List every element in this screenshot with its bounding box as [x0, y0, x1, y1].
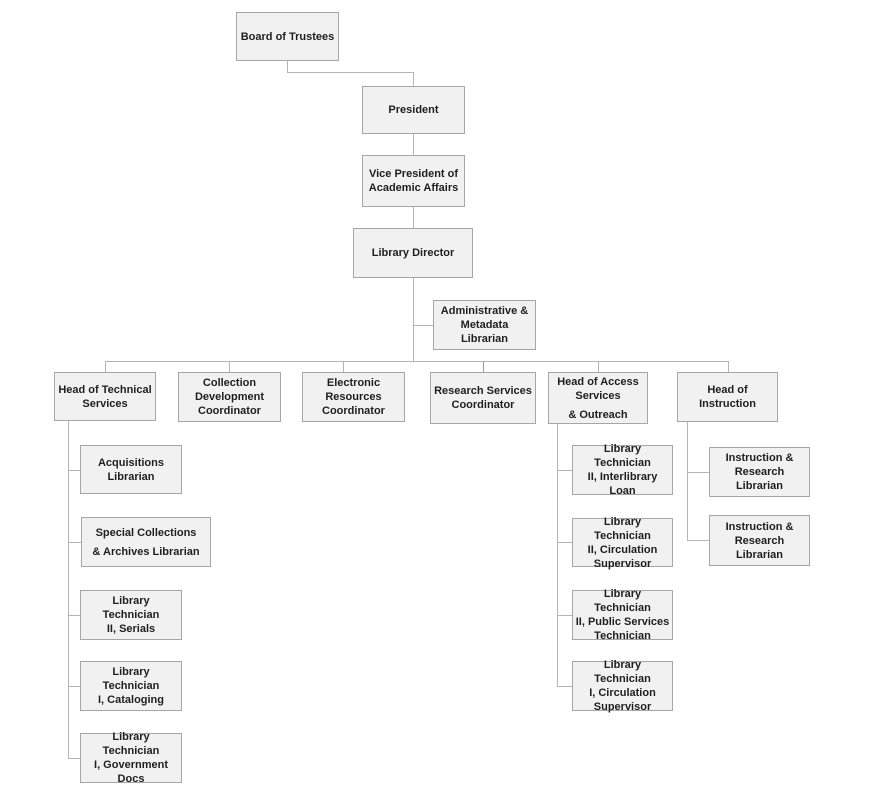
- node-label: Library Technician I, Circulation Superv…: [589, 659, 656, 713]
- node-board-of-trustees[interactable]: Board of Trustees: [236, 12, 339, 61]
- node-instruction-research-librarian-1[interactable]: Instruction & Research Librarian: [709, 447, 810, 497]
- connector-board-president: [287, 72, 414, 73]
- node-label: Library Technician I, Cataloging: [98, 666, 164, 706]
- connector-drop-head-access: [598, 361, 599, 372]
- connector-access-rail: [557, 424, 558, 686]
- node-label: Special Collections: [95, 526, 197, 539]
- node-label: Acquisitions Librarian: [97, 456, 164, 483]
- node-collection-development-coordinator[interactable]: Collection Development Coordinator: [178, 372, 281, 422]
- connector-tech-stub-4: [68, 686, 80, 687]
- connector-drop-coll-dev: [229, 361, 230, 372]
- node-instruction-research-librarian-2[interactable]: Instruction & Research Librarian: [709, 515, 810, 566]
- connector-tech-stub-3: [68, 615, 80, 616]
- node-label: Library Technician II, Serials: [102, 595, 160, 635]
- node-label: Administrative & Metadata Librarian: [440, 305, 529, 345]
- connector-drop-research: [483, 361, 484, 372]
- node-label: Research Services Coordinator: [434, 385, 532, 411]
- node-electronic-resources-coordinator[interactable]: Electronic Resources Coordinator: [302, 372, 405, 422]
- node-label: Library Director: [371, 247, 455, 259]
- connector-tech-rail: [68, 421, 69, 758]
- node-label: Head of Technical Services: [58, 383, 152, 410]
- connector-instr-rail: [687, 422, 688, 540]
- node-president[interactable]: President: [362, 86, 465, 134]
- node-library-technician-2-circulation-supervisor[interactable]: Library Technician II, Circulation Super…: [572, 516, 673, 570]
- node-label: Library Technician II, Public Services T…: [575, 588, 670, 642]
- node-acquisitions-librarian[interactable]: Acquisitions Librarian: [80, 445, 182, 494]
- node-label: Instruction & Research Librarian: [725, 452, 794, 492]
- connector-drop-head-tech: [105, 361, 106, 372]
- connector-vp-director: [413, 207, 414, 228]
- connector-instr-stub-1: [687, 472, 709, 473]
- connector-tech-stub-2: [68, 542, 81, 543]
- node-label: Instruction & Research Librarian: [725, 520, 794, 561]
- connector-president-up: [413, 72, 414, 86]
- node-label: Head of Access Services: [557, 375, 639, 402]
- node-library-technician-2-interlibrary-loan[interactable]: Library Technician II, Interlibrary Loan: [572, 443, 673, 497]
- node-label-secondary: & Archives Librarian: [92, 545, 200, 558]
- node-vice-president[interactable]: Vice President of Academic Affairs: [362, 155, 465, 207]
- node-library-technician-2-serials[interactable]: Library Technician II, Serials: [80, 590, 182, 640]
- node-label: Library Technician I, Government Docs: [94, 731, 168, 785]
- node-label: Library Technician II, Interlibrary Loan: [587, 443, 658, 497]
- node-head-of-instruction[interactable]: Head of Instruction: [677, 372, 778, 422]
- node-library-director[interactable]: Library Director: [353, 228, 473, 278]
- connector-president-vp: [413, 134, 414, 155]
- node-head-technical-services[interactable]: Head of Technical Services: [54, 372, 156, 421]
- node-head-access-services-outreach[interactable]: Head of Access Services & Outreach: [548, 372, 648, 424]
- node-label: Library Technician II, Circulation Super…: [587, 515, 658, 570]
- node-label: Head of Instruction: [699, 384, 756, 410]
- node-research-services-coordinator[interactable]: Research Services Coordinator: [430, 372, 536, 424]
- node-label: Vice President of Academic Affairs: [368, 168, 459, 194]
- connector-tech-stub-5: [68, 758, 80, 759]
- node-special-collections-archives-librarian[interactable]: Special Collections & Archives Librarian: [81, 517, 211, 567]
- connector-access-stub-4: [557, 686, 572, 687]
- connector-main-rail: [105, 361, 729, 362]
- node-library-technician-2-public-services-technician[interactable]: Library Technician II, Public Services T…: [572, 588, 673, 642]
- connector-access-stub-1: [557, 470, 572, 471]
- connector-board-down: [287, 61, 288, 72]
- connector-tech-stub-1: [68, 470, 80, 471]
- connector-access-stub-3: [557, 615, 572, 616]
- connector-drop-e-res: [343, 361, 344, 372]
- connector-admin-stub: [414, 325, 433, 326]
- node-label: Collection Development Coordinator: [194, 377, 265, 417]
- connector-director-stem: [413, 278, 414, 362]
- node-label: Board of Trustees: [240, 30, 335, 43]
- node-label: Electronic Resources Coordinator: [322, 377, 385, 417]
- connector-drop-head-instr: [728, 361, 729, 372]
- node-library-technician-1-government-docs[interactable]: Library Technician I, Government Docs: [80, 731, 182, 785]
- connector-instr-stub-2: [687, 540, 709, 541]
- connector-access-stub-2: [557, 542, 572, 543]
- node-library-technician-1-circulation-supervisor[interactable]: Library Technician I, Circulation Superv…: [572, 659, 673, 713]
- node-label-secondary: & Outreach: [568, 408, 628, 421]
- node-library-technician-1-cataloging[interactable]: Library Technician I, Cataloging: [80, 661, 182, 711]
- node-administrative-metadata-librarian[interactable]: Administrative & Metadata Librarian: [433, 300, 536, 350]
- node-label: President: [388, 104, 439, 116]
